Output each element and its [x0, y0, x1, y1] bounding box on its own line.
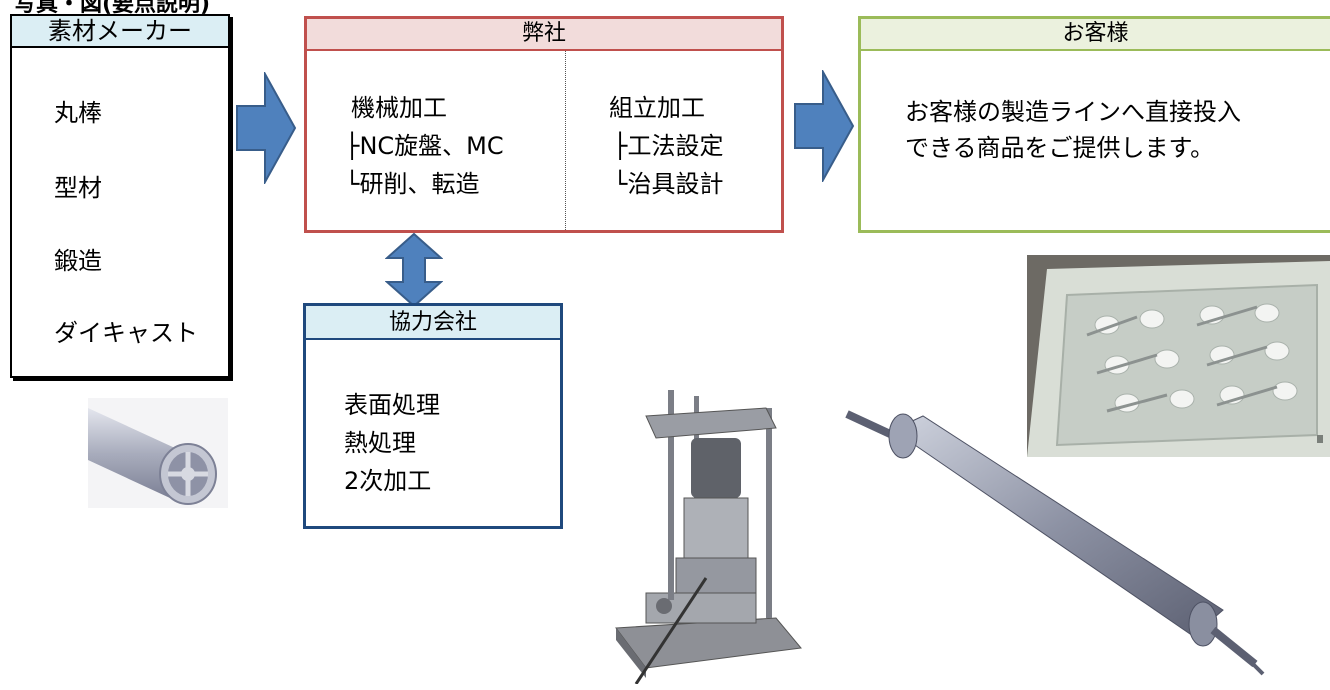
material-item: 型材 [54, 174, 102, 202]
material-maker-title: 素材メーカー [12, 16, 228, 48]
jig-fixture-image [606, 378, 806, 684]
customer-box: お客様 お客様の製造ラインへ直接投入 できる商品をご提供します。 [858, 16, 1330, 233]
material-item: 鍛造 [54, 247, 102, 275]
material-item: ダイキャスト [54, 319, 198, 347]
machining-line: └研削、転造 [345, 170, 480, 198]
company-divider [565, 51, 566, 230]
material-item: 丸棒 [54, 99, 102, 127]
assembly-line: └治具設計 [613, 170, 724, 198]
customer-line: お客様の製造ラインへ直接投入 [905, 98, 1241, 126]
partner-item: 熱処理 [344, 429, 416, 457]
page-caption: 写真・図(要点説明) [14, 0, 211, 17]
hollow-tube-image [88, 398, 228, 508]
assembly-heading: 組立加工 [609, 94, 705, 122]
company-box: 弊社 機械加工 ├NC旋盤、MC └研削、転造 組立加工 ├工法設定 └治具設計 [304, 16, 784, 233]
partner-item: 表面処理 [344, 391, 440, 419]
customer-title: お客様 [861, 19, 1330, 51]
machining-line: ├NC旋盤、MC [345, 132, 504, 160]
partner-title: 協力会社 [306, 306, 560, 340]
partner-box: 協力会社 表面処理 熱処理 2次加工 [303, 303, 563, 529]
partner-item: 2次加工 [344, 467, 432, 495]
double-arrow-vertical-icon [385, 232, 443, 308]
long-shaft-image [845, 410, 1265, 676]
customer-line: できる商品をご提供します。 [905, 134, 1215, 162]
material-maker-box: 素材メーカー 丸棒 型材 鍛造 ダイキャスト [10, 14, 230, 378]
machining-heading: 機械加工 [351, 94, 447, 122]
packaged-parts-photo [1027, 255, 1330, 457]
assembly-line: ├工法設定 [613, 132, 724, 160]
company-title: 弊社 [307, 19, 781, 51]
flow-arrow-right-icon [794, 70, 855, 182]
flow-arrow-right-icon [236, 72, 297, 184]
